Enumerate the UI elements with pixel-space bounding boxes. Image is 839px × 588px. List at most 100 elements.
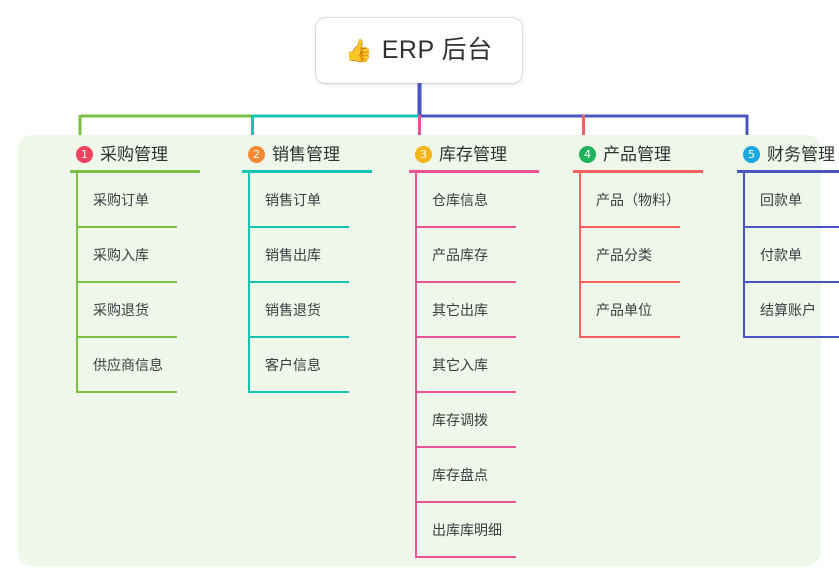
item-spine bbox=[76, 283, 78, 338]
list-item[interactable]: 销售订单 bbox=[248, 173, 398, 228]
item-label: 产品（物料） bbox=[596, 192, 680, 208]
item-spine bbox=[415, 503, 417, 558]
list-item[interactable]: 产品（物料） bbox=[579, 173, 729, 228]
item-spine bbox=[743, 283, 745, 338]
column-badge-icon-3: 3 bbox=[415, 145, 432, 163]
item-label: 供应商信息 bbox=[93, 357, 163, 373]
column-rule-1 bbox=[70, 170, 200, 173]
column-badge-icon-1: 1 bbox=[76, 145, 93, 163]
diagram-panel bbox=[18, 135, 821, 566]
list-item[interactable]: 其它出库 bbox=[415, 283, 565, 338]
column-header-4[interactable]: 4 产品管理 bbox=[565, 135, 729, 173]
item-label: 客户信息 bbox=[265, 357, 321, 373]
item-label: 销售退货 bbox=[265, 302, 321, 318]
column-items-2: 销售订单销售出库销售退货客户信息 bbox=[234, 173, 398, 393]
item-rule bbox=[415, 226, 516, 228]
item-spine bbox=[743, 173, 745, 228]
item-label: 库存盘点 bbox=[432, 467, 488, 483]
root-node-card[interactable]: 👍 ERP 后台 bbox=[316, 18, 522, 83]
column-rule-2 bbox=[242, 170, 372, 173]
item-rule bbox=[743, 226, 839, 228]
list-item[interactable]: 其它入库 bbox=[415, 338, 565, 393]
column-3: 3 库存管理仓库信息产品库存其它出库其它入库库存调拨库存盘点出库库明细 bbox=[401, 135, 565, 558]
list-item[interactable]: 库存盘点 bbox=[415, 448, 565, 503]
list-item[interactable]: 采购订单 bbox=[76, 173, 226, 228]
column-items-5: 回款单付款单结算账户 bbox=[729, 173, 839, 338]
item-label: 采购退货 bbox=[93, 302, 149, 318]
column-2: 2 销售管理销售订单销售出库销售退货客户信息 bbox=[234, 135, 398, 393]
item-spine bbox=[579, 173, 581, 228]
column-items-3: 仓库信息产品库存其它出库其它入库库存调拨库存盘点出库库明细 bbox=[401, 173, 565, 558]
column-rule-3 bbox=[409, 170, 539, 173]
list-item[interactable]: 销售退货 bbox=[248, 283, 398, 338]
thumbs-up-icon: 👍 bbox=[345, 37, 373, 63]
list-item[interactable]: 供应商信息 bbox=[76, 338, 226, 393]
column-rule-5 bbox=[737, 170, 839, 173]
item-spine bbox=[579, 283, 581, 338]
column-items-1: 采购订单采购入库采购退货供应商信息 bbox=[62, 173, 226, 393]
item-rule bbox=[415, 501, 516, 503]
item-rule bbox=[248, 226, 349, 228]
list-item[interactable]: 产品分类 bbox=[579, 228, 729, 283]
column-4: 4 产品管理产品（物料） 产品分类产品单位 bbox=[565, 135, 729, 338]
item-rule bbox=[579, 226, 680, 228]
list-item[interactable]: 产品库存 bbox=[415, 228, 565, 283]
item-rule bbox=[579, 281, 680, 283]
item-label: 采购订单 bbox=[93, 192, 149, 208]
column-items-4: 产品（物料） 产品分类产品单位 bbox=[565, 173, 729, 338]
list-item[interactable]: 付款单 bbox=[743, 228, 839, 283]
item-spine bbox=[415, 338, 417, 393]
item-spine bbox=[76, 228, 78, 283]
list-item[interactable]: 采购退货 bbox=[76, 283, 226, 338]
item-label: 其它出库 bbox=[432, 302, 488, 318]
item-spine bbox=[248, 173, 250, 228]
item-label: 产品分类 bbox=[596, 247, 652, 263]
item-label: 销售出库 bbox=[265, 247, 321, 263]
column-badge-icon-5: 5 bbox=[743, 145, 760, 163]
item-rule bbox=[743, 336, 839, 338]
column-header-2[interactable]: 2 销售管理 bbox=[234, 135, 398, 173]
item-label: 结算账户 bbox=[760, 302, 816, 318]
item-rule bbox=[76, 391, 177, 393]
item-spine bbox=[248, 228, 250, 283]
list-item[interactable]: 回款单 bbox=[743, 173, 839, 228]
list-item[interactable]: 产品单位 bbox=[579, 283, 729, 338]
item-rule bbox=[415, 281, 516, 283]
column-badge-icon-4: 4 bbox=[579, 145, 596, 163]
item-label: 库存调拨 bbox=[432, 412, 488, 428]
item-label: 出库库明细 bbox=[432, 522, 502, 538]
column-header-3[interactable]: 3 库存管理 bbox=[401, 135, 565, 173]
item-rule bbox=[248, 391, 349, 393]
list-item[interactable]: 客户信息 bbox=[248, 338, 398, 393]
list-item[interactable]: 结算账户 bbox=[743, 283, 839, 338]
list-item[interactable]: 出库库明细 bbox=[415, 503, 565, 558]
item-rule bbox=[76, 336, 177, 338]
list-item[interactable]: 采购入库 bbox=[76, 228, 226, 283]
item-rule bbox=[76, 281, 177, 283]
item-rule bbox=[743, 281, 839, 283]
item-spine bbox=[415, 283, 417, 338]
list-item[interactable]: 库存调拨 bbox=[415, 393, 565, 448]
item-rule bbox=[248, 336, 349, 338]
column-title-2: 销售管理 bbox=[272, 144, 340, 164]
list-item[interactable]: 销售出库 bbox=[248, 228, 398, 283]
item-rule bbox=[415, 336, 516, 338]
item-rule bbox=[415, 556, 516, 558]
item-label: 采购入库 bbox=[93, 247, 149, 263]
item-rule bbox=[415, 391, 516, 393]
item-spine bbox=[248, 283, 250, 338]
column-title-4: 产品管理 bbox=[603, 144, 671, 164]
item-spine bbox=[415, 228, 417, 283]
item-spine bbox=[415, 448, 417, 503]
item-rule bbox=[415, 446, 516, 448]
item-spine bbox=[415, 393, 417, 448]
column-badge-icon-2: 2 bbox=[248, 145, 265, 163]
item-label: 仓库信息 bbox=[432, 192, 488, 208]
column-title-3: 库存管理 bbox=[439, 144, 507, 164]
item-spine bbox=[76, 338, 78, 393]
list-item[interactable]: 仓库信息 bbox=[415, 173, 565, 228]
